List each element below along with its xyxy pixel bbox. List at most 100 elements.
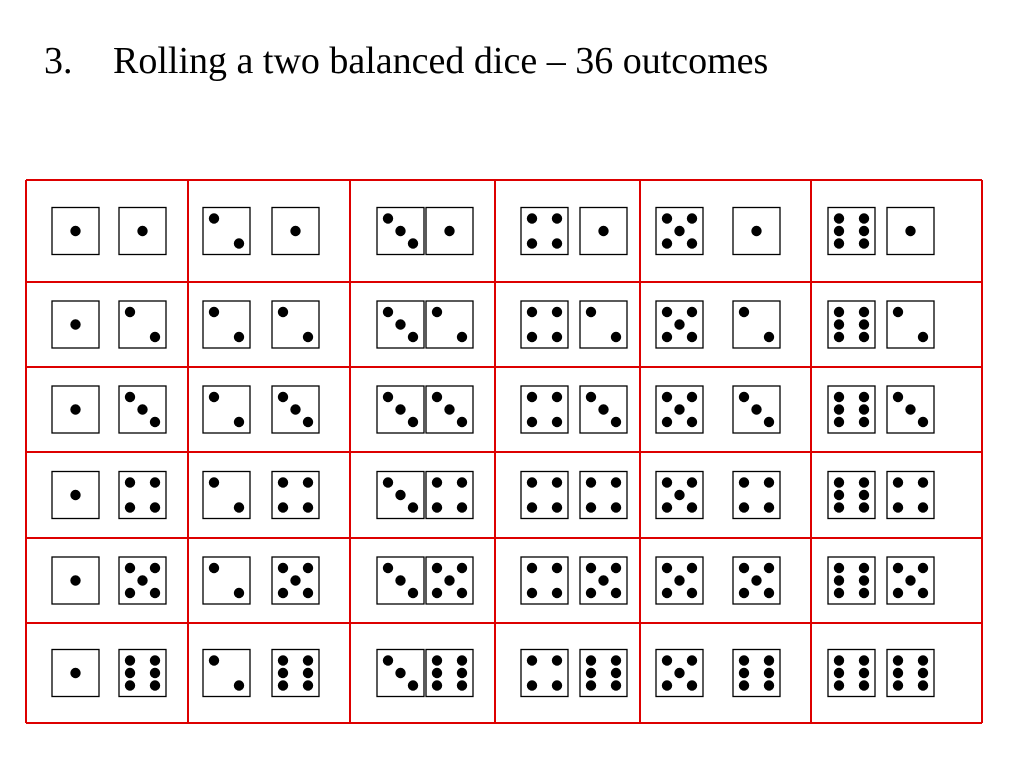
die-pip (382, 306, 394, 318)
first-die (827, 556, 876, 605)
die-pip (833, 416, 845, 428)
die-pip (833, 391, 845, 403)
die-pip (763, 680, 775, 691)
outcome-cell-1-2 (51, 300, 167, 349)
die-pip (917, 667, 929, 679)
die-pip (892, 391, 904, 403)
second-die (886, 385, 935, 434)
die-pip (407, 680, 419, 691)
die-pip (395, 667, 406, 679)
slide-number: 3. (44, 40, 73, 82)
outcome-cell-6-6 (827, 648, 935, 698)
outcome-cell-3-6 (376, 648, 474, 698)
die-pip (277, 391, 289, 403)
die-pip (382, 562, 394, 574)
first-die (520, 385, 569, 434)
die-pip (598, 225, 609, 237)
second-die (271, 300, 320, 349)
outcome-cell-6-2 (827, 300, 935, 349)
die-pip (407, 587, 419, 599)
die-pip (277, 667, 289, 679)
first-die (202, 206, 251, 256)
die-pip (738, 306, 750, 318)
die-pip (833, 655, 845, 666)
second-die (886, 648, 935, 698)
die-pip (738, 562, 750, 574)
outcome-cell-4-5 (520, 556, 628, 605)
die-pip (277, 680, 289, 691)
die-pip (585, 391, 597, 403)
die-pip (431, 587, 443, 599)
die-face (202, 648, 251, 698)
die-face (202, 470, 251, 520)
outcome-cell-6-3 (827, 385, 935, 434)
die-pip (124, 587, 136, 599)
die-pip (686, 502, 698, 513)
die-pip (610, 477, 622, 488)
die-pip (858, 477, 870, 488)
die-pip (431, 391, 443, 403)
die-pip (610, 667, 622, 679)
die-pip (661, 477, 673, 488)
die-pip (598, 575, 609, 586)
die-pip (751, 225, 762, 237)
die-pip (551, 306, 563, 318)
die-pip (738, 391, 750, 403)
die-pip (526, 306, 538, 318)
die-face (520, 385, 569, 434)
die-pip (917, 562, 929, 574)
die-face (579, 470, 628, 520)
die-pip (917, 416, 929, 428)
die-pip (431, 562, 443, 574)
die-pip (738, 680, 750, 691)
die-pip (70, 404, 81, 415)
die-pip (149, 502, 161, 513)
first-die (655, 648, 704, 698)
first-die (51, 385, 100, 434)
die-pip (905, 225, 916, 237)
die-pip (738, 477, 750, 488)
first-die (51, 206, 100, 256)
die-pip (833, 680, 845, 691)
die-pip (302, 416, 314, 428)
outcome-cell-1-1 (51, 206, 167, 256)
die-pip (551, 655, 563, 666)
die-pip (858, 416, 870, 428)
second-die (886, 206, 935, 256)
die-pip (456, 680, 468, 691)
die-pip (738, 502, 750, 513)
outcome-cell-3-1 (376, 206, 474, 256)
die-face (425, 470, 474, 520)
die-pip (382, 477, 394, 488)
slide-title: 3.Rolling a two balanced dice – 36 outco… (44, 36, 768, 86)
die-pip (149, 655, 161, 666)
die-pip (431, 680, 443, 691)
die-pip (277, 562, 289, 574)
die-pip (431, 306, 443, 318)
outcome-cell-2-2 (202, 300, 320, 349)
outcome-cell-1-3 (51, 385, 167, 434)
die-pip (738, 587, 750, 599)
die-pip (661, 655, 673, 666)
first-die (520, 206, 569, 256)
first-die (655, 300, 704, 349)
die-pip (833, 502, 845, 513)
die-pip (526, 416, 538, 428)
die-pip (763, 587, 775, 599)
second-die (732, 385, 781, 434)
die-pip (382, 391, 394, 403)
die-pip (686, 680, 698, 691)
first-die (376, 300, 425, 349)
die-face (520, 470, 569, 520)
die-face (202, 300, 251, 349)
die-pip (833, 404, 845, 415)
die-pip (686, 238, 698, 249)
die-pip (686, 477, 698, 488)
die-pip (585, 477, 597, 488)
die-pip (917, 587, 929, 599)
die-pip (858, 655, 870, 666)
second-die (271, 206, 320, 256)
die-pip (526, 502, 538, 513)
second-die (732, 206, 781, 256)
die-pip (763, 562, 775, 574)
